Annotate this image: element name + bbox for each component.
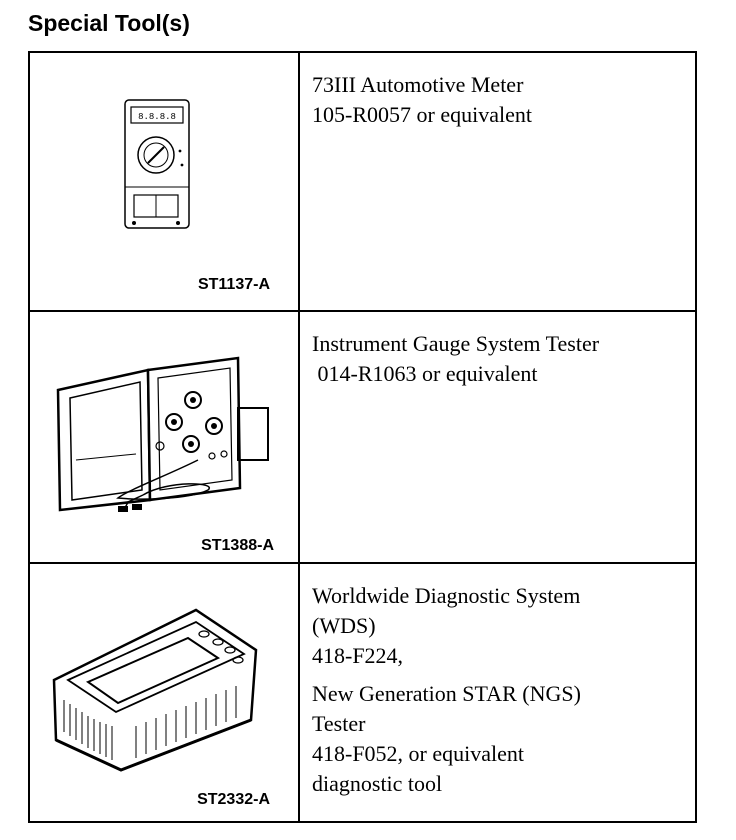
tool-row: 8.8.8.8 ST1137-A 73III Automotive Meter …: [30, 53, 695, 312]
tool-description: Instrument Gauge System Tester 014-R1063…: [302, 312, 695, 562]
gauge-tester-case-icon: [56, 356, 269, 512]
tool-part-number: 418-F224,: [312, 643, 404, 668]
tool-description: Worldwide Diagnostic System (WDS) 418-F2…: [302, 564, 695, 821]
svg-text:8.8.8.8: 8.8.8.8: [138, 112, 176, 122]
tool-alt-name-cont: Tester: [312, 711, 366, 736]
tool-illustration-cell: ST1388-A: [30, 312, 300, 562]
tool-illustration-cell: ST2332-A: [30, 564, 300, 821]
tool-alt-part-number: 418-F052, or equivalent: [312, 741, 525, 766]
tool-illustration-cell: 8.8.8.8 ST1137-A: [30, 53, 300, 310]
special-tools-table: 8.8.8.8 ST1137-A 73III Automotive Meter …: [28, 51, 697, 823]
multimeter-icon: 8.8.8.8: [124, 99, 190, 229]
tool-alt-note: diagnostic tool: [312, 771, 443, 796]
tool-abbreviation: (WDS): [312, 613, 376, 638]
figure-code: ST1137-A: [197, 276, 270, 293]
diagnostic-tablet-icon: [52, 608, 258, 772]
figure-code: ST1388-A: [201, 537, 274, 554]
tool-description: 73III Automotive Meter 105-R0057 or equi…: [302, 53, 695, 310]
tool-name: Instrument Gauge System Tester: [312, 331, 600, 356]
tool-alt-name: New Generation STAR (NGS): [312, 681, 581, 706]
tool-name: 73III Automotive Meter: [312, 72, 524, 97]
tool-row: ST1388-A Instrument Gauge System Tester …: [30, 312, 695, 564]
tool-row: ST2332-A Worldwide Diagnostic System (WD…: [30, 564, 695, 821]
tool-part-number: 105-R0057 or equivalent: [312, 102, 532, 127]
page-title: Special Tool(s): [28, 10, 190, 36]
tool-part-number: 014-R1063 or equivalent: [312, 361, 538, 386]
tool-name: Worldwide Diagnostic System: [312, 583, 581, 608]
figure-code: ST2332-A: [197, 791, 270, 808]
